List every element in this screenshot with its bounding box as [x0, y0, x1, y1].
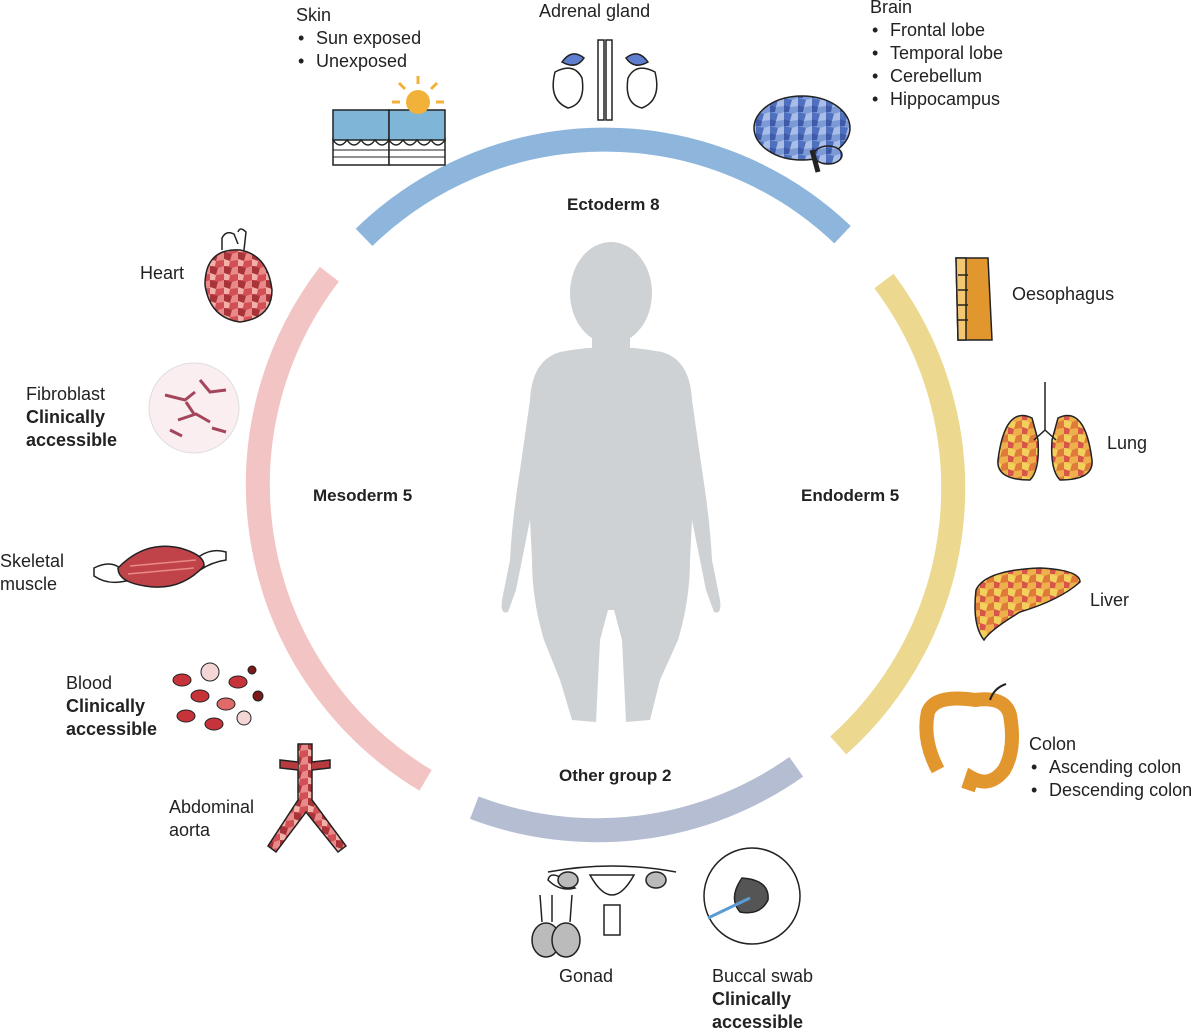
abdominal-aorta-line1: Abdominal	[169, 797, 255, 817]
skeletal-muscle-line1: Skeletal	[0, 551, 65, 571]
human-body-silhouette	[501, 242, 721, 722]
ectoderm-arc	[355, 127, 851, 246]
lung-illustration	[997, 382, 1093, 481]
abdominal-aorta-line2: aorta	[169, 820, 211, 840]
colon-subtype: Ascending colon	[1029, 756, 1192, 779]
skeletal-muscle-label: Skeletal muscle	[0, 550, 64, 596]
buccal-swab-illustration	[703, 847, 801, 945]
skin-name: Skin	[296, 5, 332, 25]
abdominal-aorta-illustration	[266, 743, 348, 854]
brain-illustration	[753, 95, 851, 173]
other-group-arc	[470, 757, 804, 843]
skin-illustration	[332, 76, 446, 166]
buccal-swab-accessible-note: Clinically accessible	[712, 989, 804, 1032]
liver-label: Liver	[1090, 590, 1130, 610]
blood-accessible-note: Clinically accessible	[66, 696, 158, 739]
heart-illustration	[204, 228, 273, 323]
heart-label: Heart	[140, 263, 185, 283]
endoderm-arc	[830, 273, 966, 755]
brain-subtype: Temporal lobe	[870, 42, 1003, 65]
other-group-label: Other group 2	[559, 766, 672, 785]
blood-label: Blood Clinically accessible	[66, 672, 176, 741]
fibroblast-label: Fibroblast Clinically accessible	[26, 383, 136, 452]
endoderm-label: Endoderm 5	[801, 486, 900, 505]
abdominal-aorta-label: Abdominal aorta	[169, 796, 254, 842]
ectoderm-label: Ectoderm 8	[567, 195, 660, 214]
adrenal-gland-illustration	[552, 39, 658, 121]
mesoderm-arc	[245, 266, 432, 791]
colon-illustration	[919, 683, 1019, 793]
colon-subtype: Descending colon	[1029, 779, 1192, 802]
fibroblast-accessible-note: Clinically accessible	[26, 407, 118, 450]
skin-label: Skin Sun exposed Unexposed	[296, 4, 421, 73]
fibroblast-name: Fibroblast	[26, 384, 106, 404]
skeletal-muscle-illustration	[93, 545, 227, 588]
gonad-illustration	[531, 865, 677, 958]
buccal-swab-name: Buccal swab	[712, 966, 814, 986]
gonad-label: Gonad	[559, 966, 614, 986]
brain-name: Brain	[870, 0, 913, 17]
oesophagus-illustration	[955, 257, 993, 341]
skin-subtype: Unexposed	[296, 50, 421, 73]
blood-name: Blood	[66, 673, 113, 693]
mesoderm-label: Mesoderm 5	[313, 486, 413, 505]
adrenal-gland-label: Adrenal gland	[539, 1, 651, 21]
brain-subtype: Frontal lobe	[870, 19, 1003, 42]
colon-label: Colon Ascending colon Descending colon	[1029, 733, 1192, 802]
blood-cells-illustration	[172, 662, 264, 731]
colon-name: Colon	[1029, 734, 1077, 754]
fibroblast-illustration	[148, 362, 240, 454]
brain-label: Brain Frontal lobe Temporal lobe Cerebel…	[870, 0, 1003, 111]
buccal-swab-label: Buccal swab Clinically accessible	[712, 965, 822, 1034]
skeletal-muscle-line2: muscle	[0, 574, 58, 594]
lung-label: Lung	[1107, 433, 1148, 453]
brain-subtype: Hippocampus	[870, 88, 1003, 111]
skin-subtype: Sun exposed	[296, 27, 421, 50]
liver-illustration	[974, 567, 1081, 642]
oesophagus-label: Oesophagus	[1012, 284, 1115, 304]
brain-subtype: Cerebellum	[870, 65, 1003, 88]
